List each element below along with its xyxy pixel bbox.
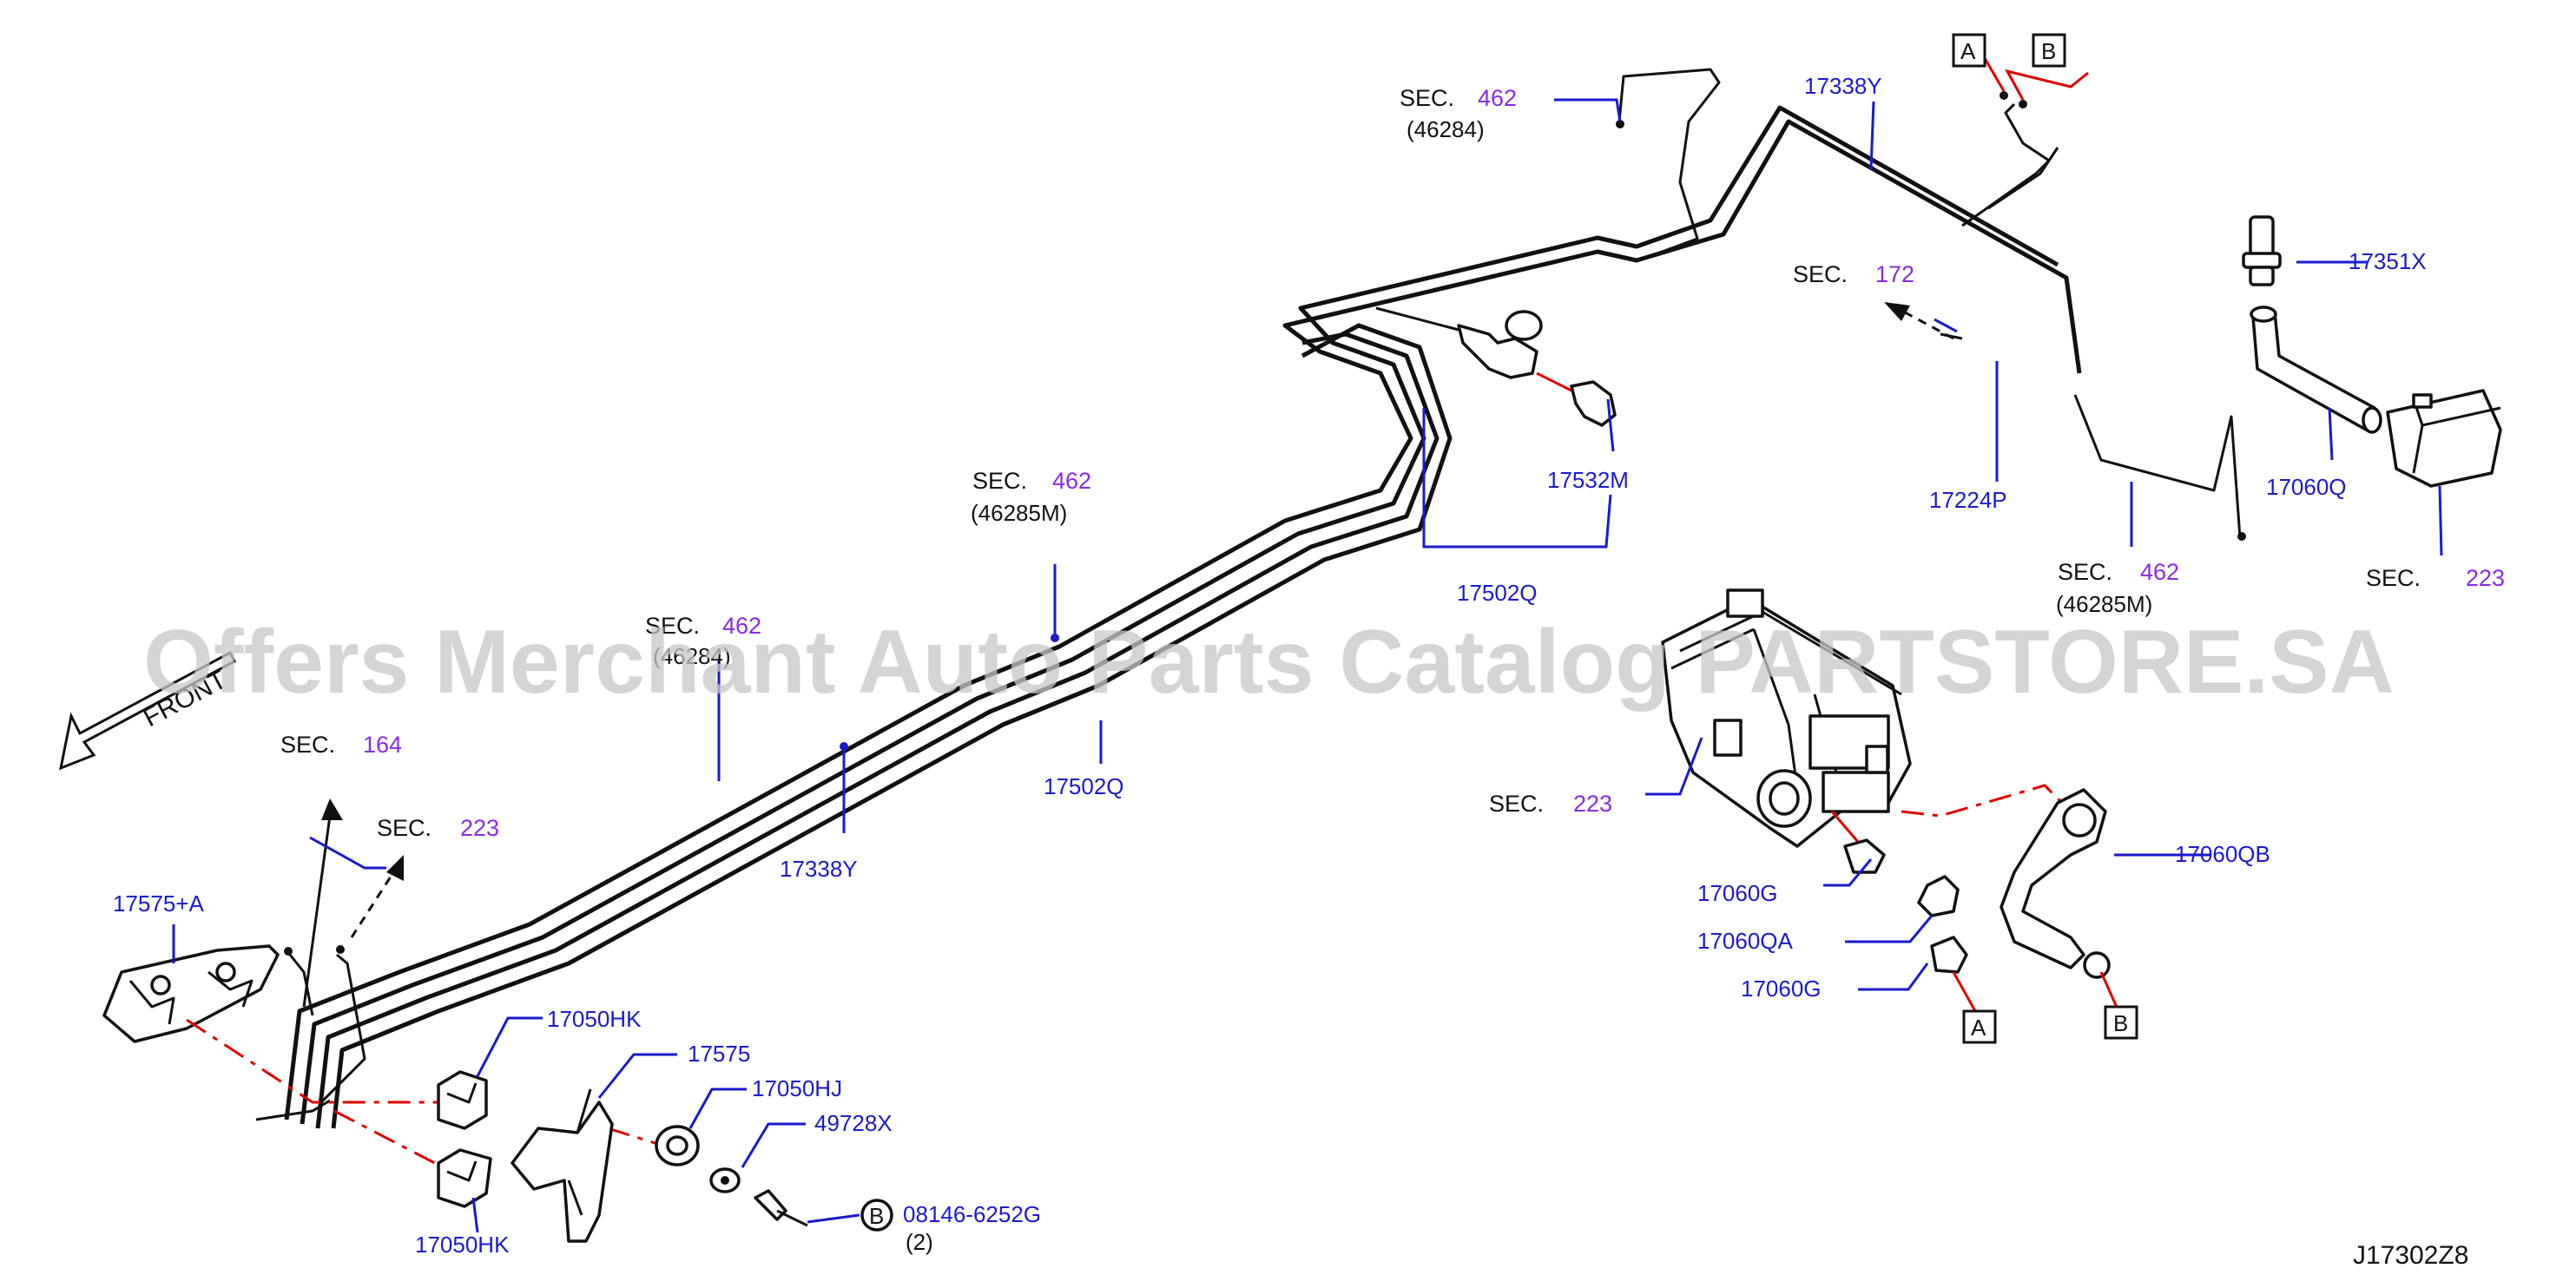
pipe-clip-17575a xyxy=(102,944,280,1043)
part-label-17060qa[interactable]: 17060QA xyxy=(1697,928,1794,954)
sec-ref-223-canister: SEC. 223 xyxy=(1489,791,1612,817)
part-label-17060q[interactable]: 17060Q xyxy=(2266,474,2347,500)
canister-hoses xyxy=(1830,784,2120,1012)
sec-ref-462-top: SEC. 462 (46284) xyxy=(1400,85,1517,142)
svg-text:SEC.: SEC. xyxy=(2366,565,2421,591)
part-label-17060g[interactable]: 17060G xyxy=(1697,880,1778,906)
svg-text:462: 462 xyxy=(722,613,761,639)
grommet-17050hj xyxy=(655,1125,700,1166)
part-label-17575[interactable]: 17575 xyxy=(688,1041,750,1067)
bracket-17575 xyxy=(511,1088,614,1243)
bolt-08146 xyxy=(754,1189,893,1232)
sec164-arrow xyxy=(302,798,343,1008)
svg-text:B: B xyxy=(2113,1010,2128,1036)
svg-text:(46284): (46284) xyxy=(653,643,731,669)
part-label-17338y[interactable]: 17338Y xyxy=(780,856,858,882)
connector-box-b-top: B xyxy=(2032,33,2066,68)
connector-box-a-top: A xyxy=(1952,33,1986,68)
svg-text:172: 172 xyxy=(1875,261,1914,287)
svg-text:223: 223 xyxy=(1573,791,1612,817)
pipe-clip-upper-left xyxy=(255,945,366,1121)
svg-text:(46284): (46284) xyxy=(1407,116,1485,142)
evap-canister xyxy=(1661,588,1912,848)
sec-ref-223-right: SEC. 223 xyxy=(2366,565,2505,591)
quick-connector-assembly xyxy=(1375,306,1617,427)
svg-text:SEC.: SEC. xyxy=(1400,85,1454,111)
leader-lines xyxy=(172,98,2443,1233)
svg-text:223: 223 xyxy=(2466,565,2505,591)
sec-ref-462-mid: SEC. 462 (46285M) xyxy=(971,468,1091,526)
bolt-quantity: (2) xyxy=(906,1229,933,1255)
sec-ref-172: SEC. 172 xyxy=(1793,261,1914,287)
sec-ref-462-right: SEC. 462 (46285M) xyxy=(2056,559,2179,617)
washer-49728x xyxy=(709,1167,741,1193)
diagram-code: J17302Z8 xyxy=(2353,1241,2468,1270)
svg-text:164: 164 xyxy=(363,732,402,758)
vent-hose-17060q xyxy=(2242,215,2382,434)
part-label-17050hk[interactable]: 17050HK xyxy=(415,1232,510,1258)
svg-text:B: B xyxy=(2041,38,2056,64)
svg-text:(46285M): (46285M) xyxy=(971,500,1067,526)
part-label-17502q[interactable]: 17502Q xyxy=(1044,773,1124,799)
pipe-end-dot xyxy=(1616,120,1624,128)
clip-link xyxy=(186,1018,438,1104)
svg-text:223: 223 xyxy=(460,815,499,841)
part-label-17502q[interactable]: 17502Q xyxy=(1457,580,1538,606)
part-label-17351x[interactable]: 17351X xyxy=(2349,248,2427,274)
part-label-08146-6252g[interactable]: 08146-6252G xyxy=(903,1201,1041,1227)
vent-filter-box xyxy=(2386,389,2502,488)
svg-text:462: 462 xyxy=(2140,559,2179,585)
watermark: Offers Merchant Auto Parts Catalog PARTS… xyxy=(143,612,2395,713)
svg-text:SEC.: SEC. xyxy=(377,815,432,841)
sec-ref-462-left: SEC. 462 (46284) xyxy=(645,613,761,669)
connector-box-b-bottom: B xyxy=(2104,1005,2138,1040)
part-label-17060qb[interactable]: 17060QB xyxy=(2175,841,2270,867)
part-label-17575a[interactable]: 17575+A xyxy=(113,890,204,917)
svg-text:(46285M): (46285M) xyxy=(2056,591,2152,617)
svg-text:462: 462 xyxy=(1478,85,1517,111)
svg-text:SEC.: SEC. xyxy=(1793,261,1848,287)
part-label-17338y[interactable]: 17338Y xyxy=(1804,73,1882,99)
clip-17050hk-top xyxy=(437,1070,488,1130)
part-label-17532m[interactable]: 17532M xyxy=(1547,467,1629,493)
svg-text:A: A xyxy=(1960,38,1976,64)
connector-box-a-bottom: A xyxy=(1962,1009,1997,1044)
part-label-17050hk[interactable]: 17050HK xyxy=(547,1006,642,1032)
svg-text:SEC.: SEC. xyxy=(972,468,1027,494)
svg-text:SEC.: SEC. xyxy=(2058,559,2112,585)
part-label-17060g[interactable]: 17060G xyxy=(1741,976,1822,1002)
svg-text:SEC.: SEC. xyxy=(645,613,700,639)
svg-text:462: 462 xyxy=(1052,468,1091,494)
bolt-marker-b: B xyxy=(869,1203,884,1229)
part-label-49728x[interactable]: 49728X xyxy=(814,1110,893,1136)
sec223-arrow xyxy=(350,855,404,938)
svg-text:A: A xyxy=(1971,1015,1986,1041)
part-label-17050hj[interactable]: 17050HJ xyxy=(752,1075,842,1101)
fuel-pipe-bundle xyxy=(284,68,2242,1129)
pipe-end-dot xyxy=(2237,532,2246,541)
sec172-arrow xyxy=(1884,302,1954,340)
svg-text:SEC.: SEC. xyxy=(1489,791,1544,817)
sec-ref-223-left: SEC. 223 xyxy=(377,815,499,841)
clip-link xyxy=(333,1109,452,1173)
svg-text:SEC.: SEC. xyxy=(280,732,335,758)
sec-ref-164: SEC. 164 xyxy=(280,732,402,758)
part-label-17224p[interactable]: 17224P xyxy=(1929,487,2007,513)
clip-17050hk-bottom xyxy=(437,1148,492,1208)
